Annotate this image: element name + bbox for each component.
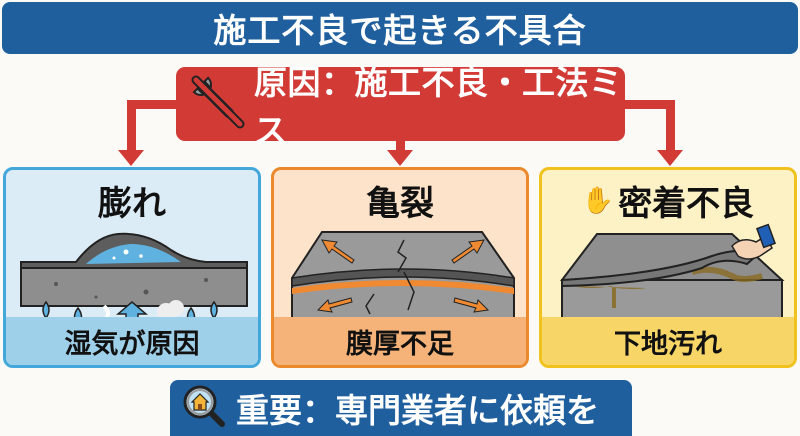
arrow-down-center-icon: [387, 150, 413, 166]
arrow-down-right-icon: [657, 150, 683, 166]
cause-label: 原因：施工不良・工法ミス: [254, 63, 623, 150]
wrench-crossed-icon: [188, 72, 248, 136]
card-crack: 亀裂 膜厚不足: [271, 167, 529, 368]
page-title: 施工不良で起きる不具合: [213, 11, 587, 50]
cause-box: 原因：施工不良・工法ミス: [176, 63, 625, 150]
card-blister: 膨れ 湿気が原因: [3, 167, 261, 368]
crack-illustration: [291, 231, 515, 321]
card-caption: 湿気が原因: [6, 317, 258, 365]
title-banner: 施工不良で起きる不具合: [2, 2, 798, 54]
arrow-down-left-icon: [118, 150, 144, 166]
connector-right-v: [666, 100, 675, 152]
card-heading: 亀裂: [366, 184, 434, 224]
connector-left-h: [127, 100, 179, 109]
peeling-illustration: [559, 223, 785, 323]
card-peeling: ✋ 密着不良 下地汚れ: [539, 167, 797, 368]
card-heading: ✋ 密着不良: [581, 184, 755, 224]
important-label: 重要：専門業者に依頼を: [236, 391, 599, 430]
magnifier-house-icon: [182, 384, 226, 432]
hand-stop-icon: ✋: [581, 185, 615, 216]
card-caption: 下地汚れ: [542, 317, 794, 365]
connector-left-v: [127, 100, 136, 152]
connector-right-h: [622, 100, 675, 109]
blister-illustration: [20, 232, 248, 332]
card-heading: 膨れ: [98, 184, 166, 224]
important-banner: 重要：専門業者に依頼を: [170, 380, 632, 436]
card-caption: 膜厚不足: [274, 317, 526, 365]
connector-center-v: [396, 139, 405, 153]
